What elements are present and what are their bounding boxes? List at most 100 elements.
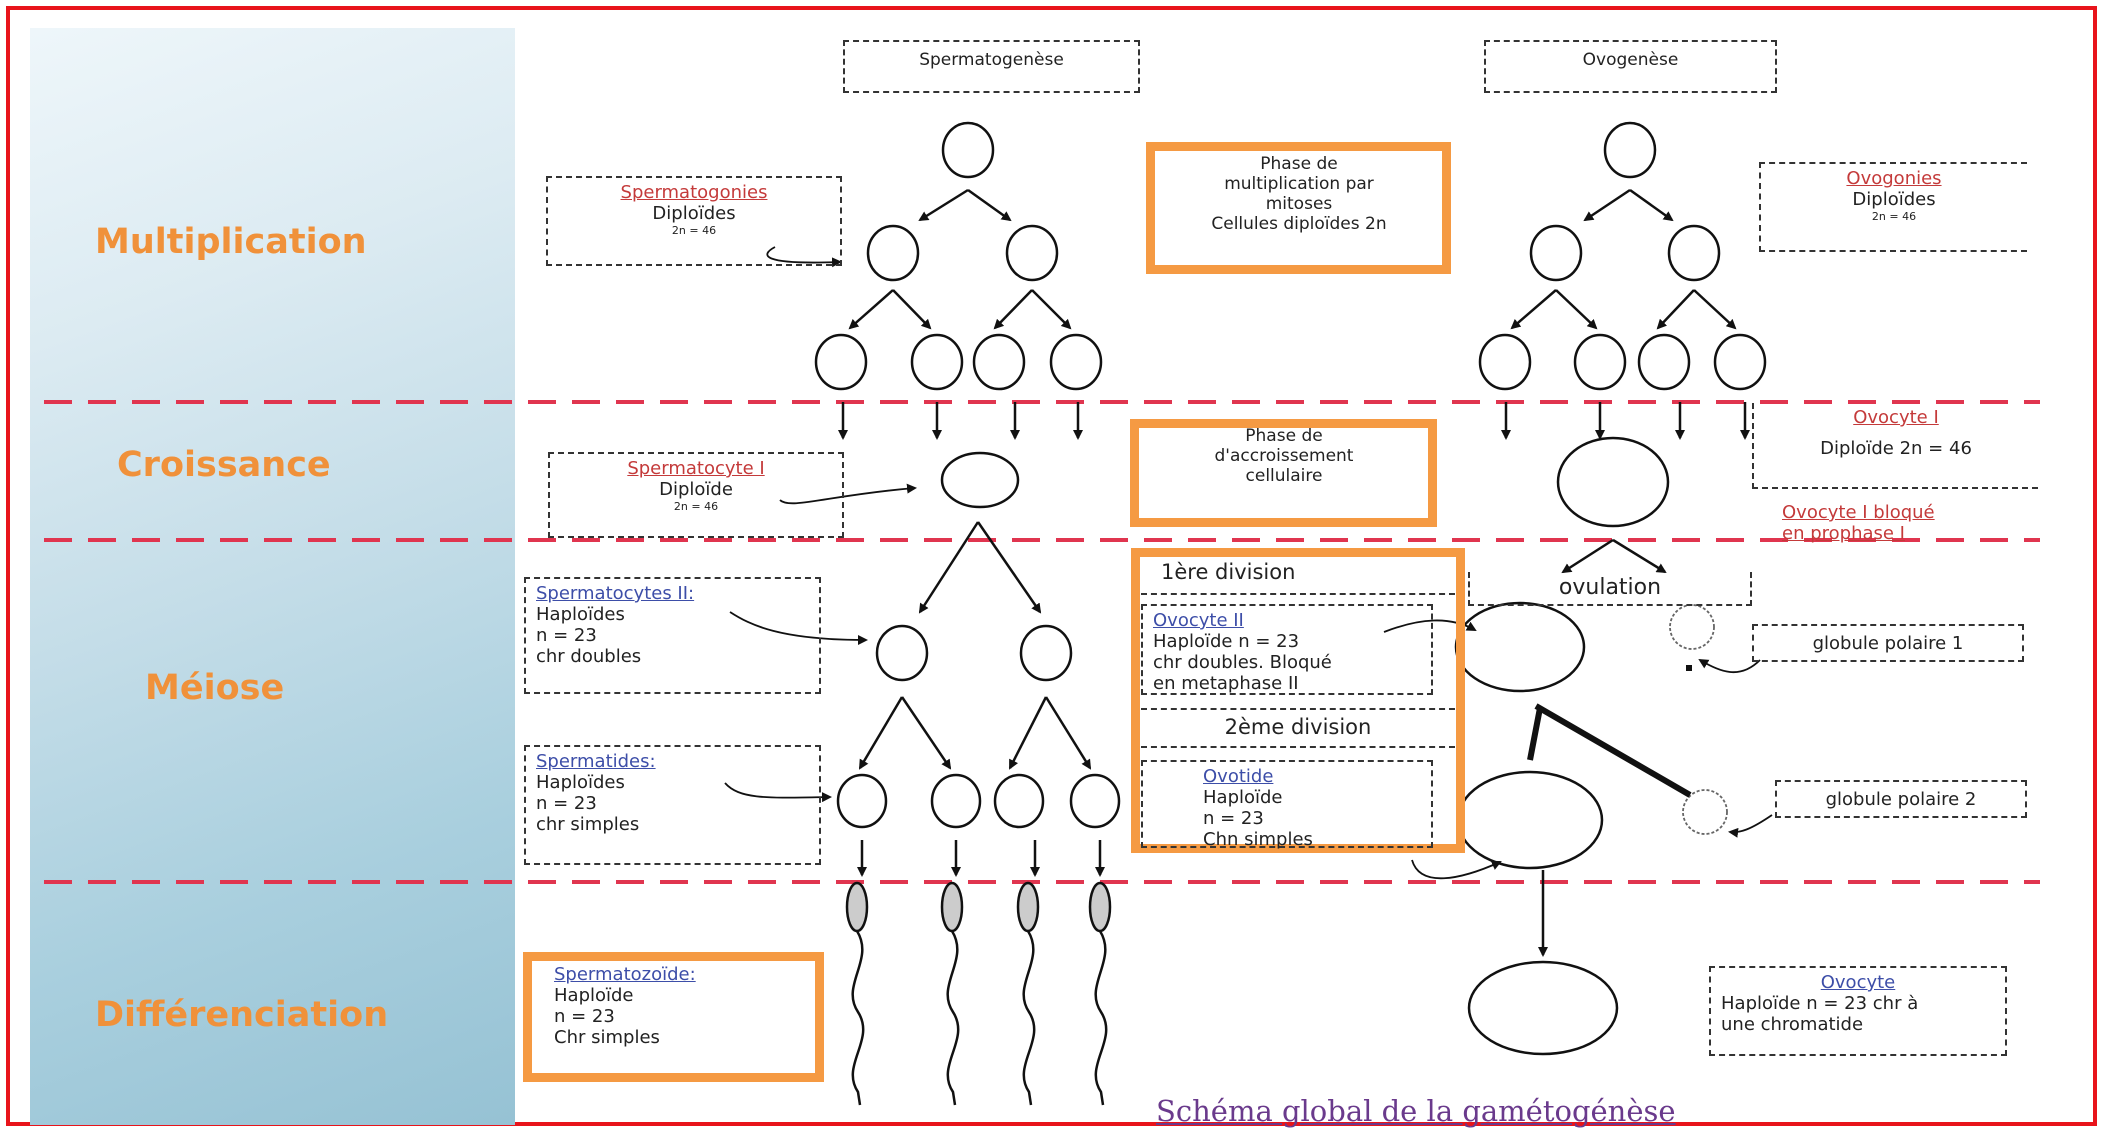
dot-mark <box>1686 665 1692 671</box>
label-ovulation: ovulation <box>1468 572 1752 606</box>
text-line: multiplication par <box>1224 174 1374 194</box>
arrow <box>848 289 894 330</box>
label-spermatocytes-2: Spermatocytes II: Haploïdes n = 23 chr d… <box>524 577 821 694</box>
arrow <box>1629 188 1674 222</box>
spermatozoon <box>845 881 869 1106</box>
header-ovogenese: Ovogenèse <box>1484 40 1777 93</box>
oogonia-cell <box>1637 333 1691 391</box>
label-ovocyte: Ovocyte Haploïde n = 23 chr à une chroma… <box>1709 966 2007 1056</box>
label-line: Chn simples <box>1203 829 1313 850</box>
label-line: Haploïde n = 23 <box>1153 631 1300 652</box>
arrow <box>918 188 969 222</box>
label-line: chr simples <box>536 814 640 835</box>
phase-label-multiplication: Multiplication <box>95 222 367 262</box>
label-line: Diploïde 2n = 46 <box>1820 438 1972 459</box>
oogonia-cell <box>1529 224 1583 282</box>
phase-label-croissance: Croissance <box>117 445 331 485</box>
polar-body-2 <box>1682 789 1728 835</box>
phase-label-differenciation: Différenciation <box>95 995 389 1035</box>
spermatocyte-2-cell <box>875 624 929 682</box>
ootid-cell <box>1456 770 1604 870</box>
oogonia-cell <box>1713 333 1767 391</box>
spermatid-cell <box>1069 773 1121 829</box>
label-spermatozoide: Spermatozoïde: Haploïde n = 23 Chr simpl… <box>544 960 809 1070</box>
label-spermatogonies: Spermatogonies Diploïdes 2n = 46 <box>546 176 842 266</box>
label-line: Diploïdes <box>652 203 736 224</box>
orange-box-phase-accroissement <box>1130 419 1437 527</box>
orange-box-meiosis <box>1131 548 1465 853</box>
div1-text: 1ère division <box>1161 560 1296 584</box>
arrow <box>858 696 904 770</box>
label-globule-polaire-2: globule polaire 2 <box>1775 780 2027 818</box>
pointer-arrow <box>779 483 917 505</box>
spermatogonia-cell <box>941 121 995 179</box>
spermatogonia-cell <box>1049 333 1103 391</box>
spermatogonia-cell <box>866 224 920 282</box>
pointer-arrow <box>1411 859 1502 880</box>
header-spermatogenese-text: Spermatogenèse <box>919 50 1064 70</box>
div2-text: 2ème division <box>1224 715 1372 739</box>
oogonia-cell <box>1603 121 1657 179</box>
label-line: chr doubles <box>536 646 642 667</box>
oogonia-cell <box>1573 333 1627 391</box>
text-line: mitoses <box>1265 194 1333 214</box>
label-title: Ovocyte I <box>1853 407 1939 428</box>
spermatid-cell <box>993 773 1045 829</box>
label-line: Haploïdes <box>536 604 625 625</box>
label-title: Spermatides: <box>536 751 656 772</box>
pointer-arrow <box>724 782 832 803</box>
ovulation-text: ovulation <box>1558 575 1662 600</box>
arrow <box>1031 289 1072 330</box>
arrow <box>993 289 1033 330</box>
arrow <box>1555 289 1598 330</box>
label-line: Haploïde n = 23 chr à <box>1721 993 1919 1014</box>
label-ovotide: Ovotide Haploïde n = 23 Chn simples <box>1141 760 1433 850</box>
arrow <box>1693 289 1737 330</box>
header-spermatogenese: Spermatogenèse <box>843 40 1140 93</box>
spermatocyte-1-cell <box>940 451 1020 509</box>
arrow <box>1583 188 1631 222</box>
label-line: 2n = 46 <box>673 500 719 513</box>
label-title: Ovocyte <box>1820 972 1896 993</box>
phase-sidebar <box>30 28 515 1125</box>
label-title: Spermatogonies <box>620 182 768 203</box>
label-line: Haploïde <box>554 985 634 1006</box>
label-line: n = 23 <box>1203 808 1264 829</box>
pointer-arrow <box>1728 814 1773 838</box>
arrow <box>1656 289 1695 330</box>
label-title: Ovocyte II <box>1153 610 1244 631</box>
oocyte-1-cell <box>1556 436 1670 528</box>
label-line: une chromatide <box>1721 1014 1864 1035</box>
label-title: Spermatozoïde: <box>554 964 696 985</box>
oogonia-cell <box>1478 333 1532 391</box>
label-title: Ovotide <box>1203 766 1274 787</box>
label-line: chr doubles. Bloqué <box>1153 652 1332 673</box>
label-title: Spermatocyte I <box>627 458 765 479</box>
arrow <box>900 696 952 770</box>
text-line: Cellules diploïdes 2n <box>1211 214 1387 234</box>
spermatozoon <box>940 881 964 1106</box>
arrow <box>1561 538 1614 574</box>
arrow <box>918 521 980 614</box>
spermatocyte-2-cell <box>1019 624 1073 682</box>
label-title: Spermatocytes II: <box>536 583 695 604</box>
spermatozoon <box>1016 881 1040 1106</box>
phase-accroissement-text: Phase de d'accroissement cellulaire <box>1145 426 1423 486</box>
label-line: Chr simples <box>554 1027 660 1048</box>
label-line: Diploïdes <box>1852 189 1936 210</box>
spermatogonia-cell <box>1005 224 1059 282</box>
bold-division-line <box>1527 703 1692 798</box>
globule-2-text: globule polaire 2 <box>1825 789 1977 810</box>
arrow <box>1008 696 1048 770</box>
orange-box-phase-multiplication <box>1146 142 1451 274</box>
label-globule-polaire-1: globule polaire 1 <box>1752 624 2024 662</box>
oocyte-cell <box>1467 960 1619 1056</box>
text-line: cellulaire <box>1245 466 1323 486</box>
label-ovocyte-1-bloque: Ovocyte I bloqué en prophase I <box>1752 498 2038 568</box>
label-line: Haploïde <box>1203 787 1283 808</box>
spermatozoon <box>1088 881 1112 1106</box>
label-spermatocyte-1: Spermatocyte I Diploïde 2n = 46 <box>548 452 844 538</box>
arrow <box>1510 289 1557 330</box>
globule-1-text: globule polaire 1 <box>1812 633 1964 654</box>
arrow <box>1612 538 1667 574</box>
